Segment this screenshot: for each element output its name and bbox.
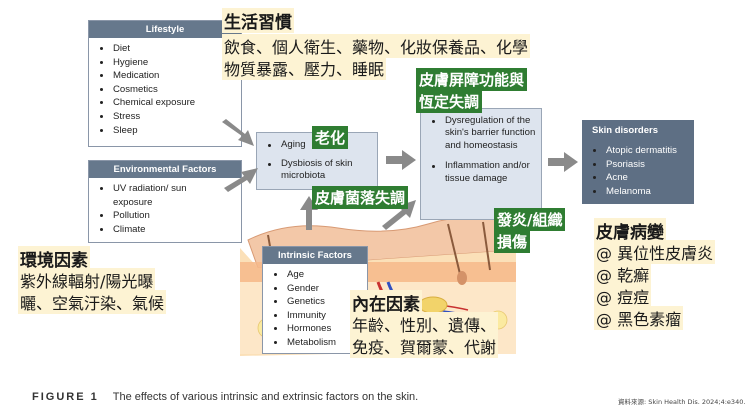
intrinsic-zh-line1: 年齡、性別、遺傳、 — [350, 312, 499, 336]
list-item: Genetics — [274, 295, 363, 309]
list-item: Gender — [274, 282, 363, 296]
environmental-header: Environmental Factors — [89, 161, 241, 178]
inflammation-zh-label-1: 發炎/組織 — [494, 208, 566, 231]
list-item: Cosmetics — [100, 83, 237, 97]
list-item: Sleep — [100, 124, 237, 138]
env-zh-line2: 曬、空氣汙染、氣候 — [18, 290, 167, 314]
intrinsic-header: Intrinsic Factors — [263, 247, 367, 264]
aging-zh-label: 老化 — [312, 126, 349, 149]
disorder-zh-item: @ 乾癬 — [594, 262, 652, 286]
barrier-box: Dysregulation of the skin's barrier func… — [420, 108, 542, 220]
list-item: Hygiene — [100, 56, 237, 70]
arrow-lifestyle-to-aging — [222, 119, 254, 146]
barrier-list: Dysregulation of the skin's barrier func… — [421, 109, 541, 185]
list-item: Stress — [100, 110, 237, 124]
source-note: 資料來源: Skin Health Dis. 2024;4:e340. — [618, 398, 745, 406]
lifestyle-zh-title: 生活習慣 — [222, 8, 294, 33]
arrow-aging-to-barrier — [386, 150, 416, 170]
figure-caption-text: The effects of various intrinsic and ext… — [112, 391, 419, 403]
disorder-zh-item: @ 痘痘 — [594, 284, 652, 308]
lifestyle-zh-line2: 物質暴露、壓力、睡眠 — [222, 56, 387, 80]
intrinsic-zh-line2: 免疫、賀爾蒙、代謝 — [350, 334, 499, 358]
list-item: Acne — [593, 171, 690, 185]
list-item: Chemical exposure — [100, 96, 237, 110]
figure-label: FIGURE 1 — [32, 391, 99, 403]
env-zh-title: 環境因素 — [18, 246, 90, 271]
disorder-zh-item: @ 黑色素瘤 — [594, 306, 684, 330]
list-item: Atopic dermatitis — [593, 144, 690, 158]
list-item: Age — [274, 268, 363, 282]
list-item: Psoriasis — [593, 158, 690, 172]
disorder-zh-item: @ 異位性皮膚炎 — [594, 240, 716, 264]
inflammation-zh-label-2: 損傷 — [494, 230, 531, 253]
microbiota-zh-label: 皮膚菌落失調 — [312, 186, 409, 209]
list-item: Aging — [268, 139, 373, 152]
arrow-barrier-to-disorders — [548, 152, 578, 172]
barrier-zh-label-2: 恆定失調 — [416, 90, 483, 113]
list-item: Dysregulation of the skin's barrier func… — [432, 115, 536, 151]
list-item: Medication — [100, 69, 237, 83]
list-item: Melanoma — [593, 185, 690, 199]
disorders-list: Atopic dermatitis Psoriasis Acne Melanom… — [582, 142, 694, 198]
env-zh-line1: 紫外線輻射/陽光曝 — [18, 268, 156, 292]
list-item: Pollution — [100, 209, 237, 223]
figure-caption: FIGURE 1 The effects of various intrinsic… — [32, 391, 418, 403]
list-item: Diet — [100, 42, 237, 56]
list-item: Metabolism — [274, 336, 363, 350]
list-item: Inflammation and/or tissue damage — [432, 160, 537, 185]
disorders-box: Skin disorders Atopic dermatitis Psorias… — [582, 120, 694, 204]
disorders-header: Skin disorders — [592, 125, 658, 136]
lifestyle-list: Diet Hygiene Medication Cosmetics Chemic… — [89, 38, 241, 137]
list-item: Hormones — [274, 322, 363, 336]
environmental-box: Environmental Factors UV radiation/ sun … — [88, 160, 242, 243]
lifestyle-box: Lifestyle Diet Hygiene Medication Cosmet… — [88, 20, 242, 147]
list-item: UV radiation/ sun exposure — [100, 182, 225, 209]
barrier-zh-label-1: 皮膚屏障功能與 — [416, 68, 528, 91]
intrinsic-zh-title: 內在因素 — [350, 290, 422, 315]
list-item: Dysbiosis of skin microbiota — [268, 158, 373, 183]
arrow-env-to-aging — [224, 168, 258, 192]
lifestyle-header: Lifestyle — [89, 21, 241, 38]
lifestyle-zh-line1: 飲食、個人衛生、藥物、化妝保養品、化學 — [222, 34, 531, 58]
list-item: Immunity — [274, 309, 363, 323]
environmental-list: UV radiation/ sun exposure Pollution Cli… — [89, 178, 241, 236]
list-item: Climate — [100, 223, 237, 237]
disorder-zh-title: 皮膚病變 — [594, 218, 666, 243]
intrinsic-list: Age Gender Genetics Immunity Hormones Me… — [263, 264, 367, 350]
aging-list: Aging Dysbiosis of skin microbiota — [257, 133, 377, 183]
